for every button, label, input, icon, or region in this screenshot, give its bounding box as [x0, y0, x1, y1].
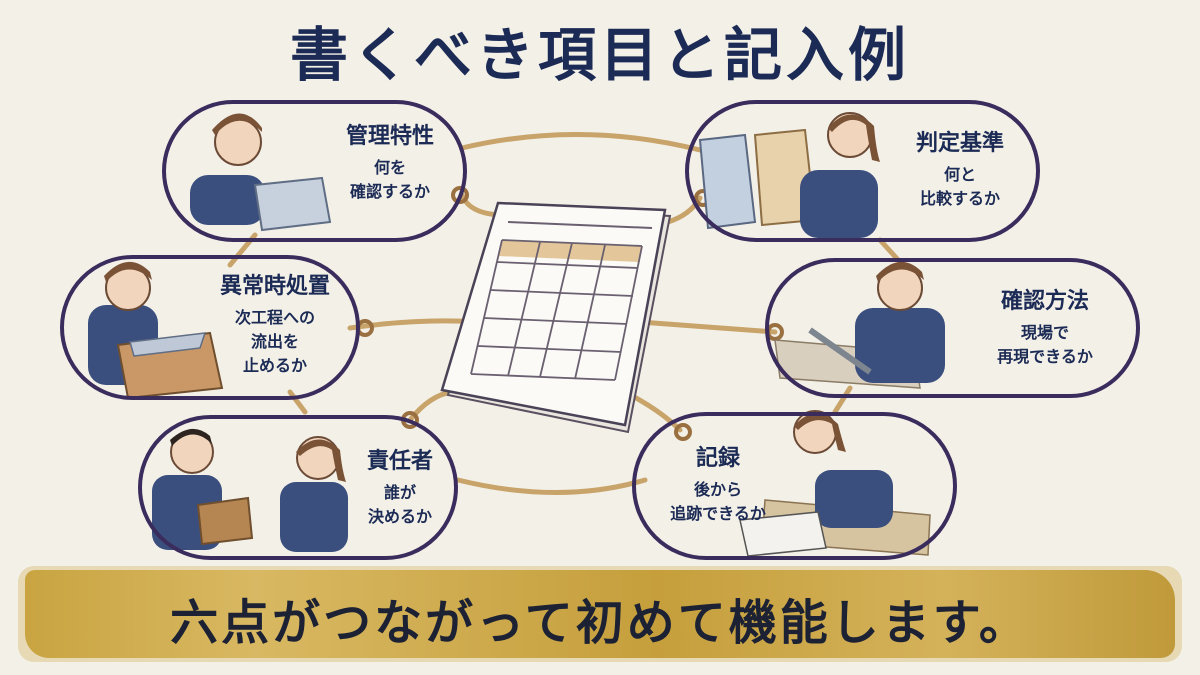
item-heading: 管理特性	[345, 124, 434, 149]
item-text-check-method: 確認方法 現場で 再現できるか	[965, 283, 1125, 369]
item-line: 流出を	[250, 332, 299, 351]
item-text-abnormality-action: 異常時処置 次工程への 流出を 止めるか	[195, 268, 355, 378]
item-line: 何を	[373, 158, 406, 177]
item-line: 再現できるか	[997, 347, 1093, 366]
item-heading: 記録	[695, 446, 740, 471]
item-line: 決めるか	[367, 507, 432, 526]
item-text-judgment-criteria: 判定基準 何と 比較するか	[890, 125, 1030, 211]
item-bubble-control-characteristic	[162, 100, 467, 242]
item-text-control-characteristic: 管理特性 何を 確認するか	[320, 118, 460, 204]
item-bubble-abnormality-action	[60, 255, 360, 400]
item-heading: 判定基準	[915, 131, 1004, 156]
summary-banner	[25, 570, 1175, 658]
item-bubble-judgment-criteria	[685, 100, 1040, 242]
rope-top	[459, 132, 703, 153]
item-text-record: 記録 後から 追跡できるか	[648, 440, 788, 526]
item-line: 追跡できるか	[670, 504, 766, 523]
item-bubble-record	[632, 412, 957, 560]
item-line: 比較するか	[919, 189, 1000, 208]
rope-bottom	[455, 477, 648, 495]
page-title: 書くべき項目と記入例	[289, 21, 910, 89]
item-line: 現場で	[1020, 323, 1069, 342]
item-bubble-check-method	[765, 258, 1140, 398]
checklist-sheet	[440, 201, 672, 434]
item-line: 何と	[943, 165, 976, 184]
rope-to-sheet-mr	[637, 319, 778, 335]
item-text-responsible-person: 責任者 誰が 決めるか	[345, 443, 455, 529]
summary-banner-text: 六点がつながって初めて機能します。	[170, 595, 1030, 651]
item-line: 誰が	[383, 483, 416, 502]
item-heading: 責任者	[366, 449, 433, 474]
item-line: 止めるか	[242, 356, 307, 375]
item-line: 次工程への	[234, 308, 315, 327]
item-line: 確認するか	[349, 182, 430, 201]
item-heading: 確認方法	[1000, 289, 1089, 314]
item-bubble-responsible-person	[138, 415, 458, 560]
item-heading: 異常時処置	[219, 274, 330, 299]
item-line: 後から	[693, 480, 742, 499]
